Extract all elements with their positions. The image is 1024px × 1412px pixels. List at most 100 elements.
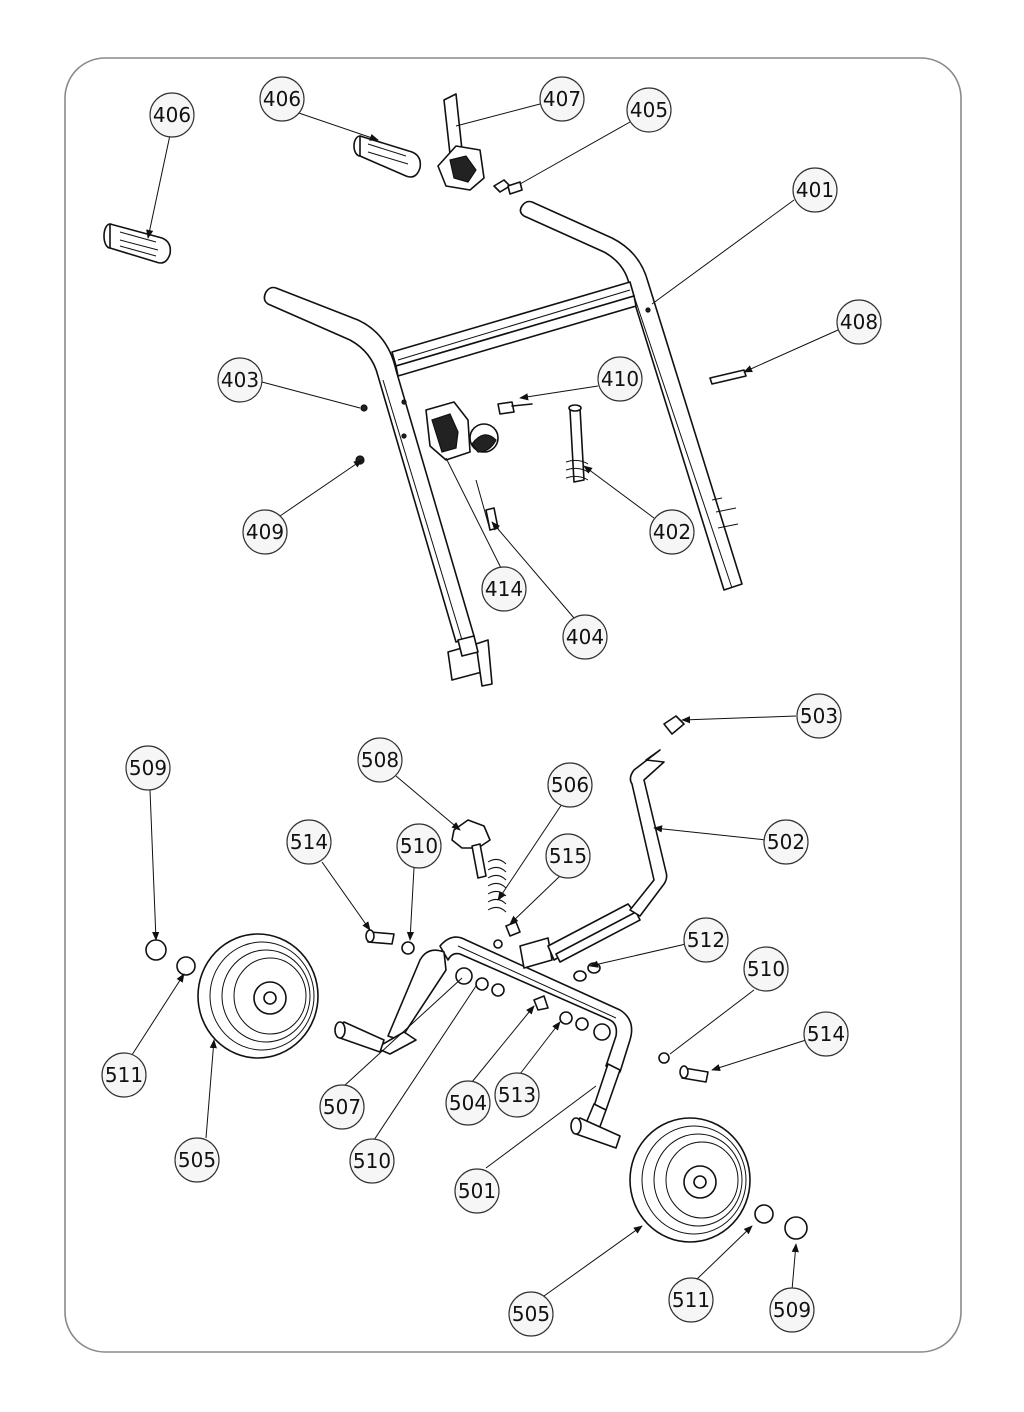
flat-washer-b — [658, 1052, 670, 1064]
leader-lines — [129, 103, 839, 1297]
spring-pin — [565, 404, 589, 483]
callout-508: 508 — [357, 737, 403, 783]
callout-506: 506 — [547, 762, 593, 808]
svg-text:502: 502 — [767, 830, 805, 854]
svg-text:509: 509 — [129, 756, 167, 780]
callout-503: 503 — [796, 693, 842, 739]
pivot-bolt-right — [679, 1065, 709, 1083]
svg-text:414: 414 — [485, 577, 523, 601]
callout-402: 402 — [649, 509, 695, 555]
svg-text:513: 513 — [498, 1083, 536, 1107]
svg-text:510: 510 — [400, 834, 438, 858]
callout-509: 509 — [769, 1287, 815, 1333]
callout-414: 414 — [481, 566, 527, 612]
svg-text:503: 503 — [800, 704, 838, 728]
callout-505: 505 — [508, 1291, 554, 1337]
control-box — [425, 401, 499, 461]
callout-403: 403 — [217, 357, 263, 403]
callout-510: 510 — [743, 946, 789, 992]
pivot-bolt-left — [365, 929, 395, 945]
callout-505: 505 — [174, 1137, 220, 1183]
right-wheel — [629, 1117, 751, 1243]
right-grip — [353, 135, 422, 178]
callouts: 406 406 407 405 401 408 403 410 409 402 … — [101, 76, 882, 1337]
svg-text:401: 401 — [796, 178, 834, 202]
svg-text:408: 408 — [840, 310, 878, 334]
svg-text:505: 505 — [512, 1302, 550, 1326]
callout-409: 409 — [242, 509, 288, 555]
handle-crossbar — [391, 281, 635, 367]
svg-text:511: 511 — [105, 1063, 143, 1087]
callout-404: 404 — [562, 614, 608, 660]
axle-nut-b — [559, 1011, 573, 1025]
callout-407: 407 — [539, 76, 585, 122]
small-washer — [493, 939, 503, 949]
callout-502: 502 — [763, 819, 809, 865]
callout-511: 511 — [101, 1052, 147, 1098]
bolt — [497, 401, 533, 415]
callout-514: 514 — [803, 1011, 849, 1057]
svg-text:511: 511 — [672, 1288, 710, 1312]
svg-text:410: 410 — [601, 367, 639, 391]
hub-cap-left — [145, 939, 167, 961]
svg-text:403: 403 — [221, 368, 259, 392]
wheel-washer-left — [176, 956, 196, 976]
callout-501: 501 — [454, 1168, 500, 1214]
lock-nut-a — [573, 970, 587, 982]
callout-406: 406 — [259, 76, 305, 122]
drawing-frame — [64, 57, 962, 1353]
left-wheel — [197, 933, 319, 1059]
svg-text:507: 507 — [323, 1095, 361, 1119]
svg-text:406: 406 — [263, 87, 301, 111]
wheel-frame — [334, 903, 641, 1149]
callout-512: 512 — [683, 917, 729, 963]
svg-text:406: 406 — [153, 103, 191, 127]
hub-cap-right — [784, 1216, 808, 1240]
callout-510: 510 — [349, 1138, 395, 1184]
svg-text:514: 514 — [807, 1022, 845, 1046]
axle-nut-a — [491, 983, 505, 997]
svg-text:512: 512 — [687, 928, 725, 952]
callout-507: 507 — [319, 1084, 365, 1130]
control-cable — [475, 479, 499, 531]
cable-end — [493, 179, 523, 195]
axle-washer-b — [575, 1017, 589, 1031]
callout-504: 504 — [445, 1080, 491, 1126]
throttle-control — [437, 93, 485, 191]
svg-text:505: 505 — [178, 1148, 216, 1172]
svg-text:504: 504 — [449, 1091, 487, 1115]
svg-text:409: 409 — [246, 520, 284, 544]
wheel-washer-right — [754, 1204, 774, 1224]
left-grip — [103, 223, 172, 264]
svg-text:407: 407 — [543, 87, 581, 111]
svg-text:510: 510 — [353, 1149, 391, 1173]
svg-text:405: 405 — [630, 98, 668, 122]
height-lever — [629, 749, 668, 917]
svg-text:515: 515 — [549, 844, 587, 868]
callout-509: 509 — [125, 745, 171, 791]
callout-406: 406 — [149, 92, 195, 138]
cable-clip — [709, 369, 747, 385]
svg-text:501: 501 — [458, 1179, 496, 1203]
flat-washer-a — [401, 941, 415, 955]
axle-washer — [475, 977, 489, 991]
compression-spring — [487, 858, 507, 913]
callout-515: 515 — [545, 833, 591, 879]
callout-401: 401 — [792, 167, 838, 213]
svg-text:404: 404 — [566, 625, 604, 649]
callout-514: 514 — [286, 819, 332, 865]
retaining-pin — [505, 921, 521, 937]
knob-screw — [360, 404, 368, 412]
callout-511: 511 — [668, 1277, 714, 1323]
svg-text:508: 508 — [361, 748, 399, 772]
svg-text:514: 514 — [290, 830, 328, 854]
handle-assembly — [263, 200, 743, 687]
axle-pin — [533, 995, 549, 1011]
callout-510: 510 — [396, 823, 442, 869]
svg-text:402: 402 — [653, 520, 691, 544]
callout-405: 405 — [626, 87, 672, 133]
star-knob — [451, 819, 491, 879]
lever-cap — [663, 715, 685, 735]
callout-410: 410 — [597, 356, 643, 402]
